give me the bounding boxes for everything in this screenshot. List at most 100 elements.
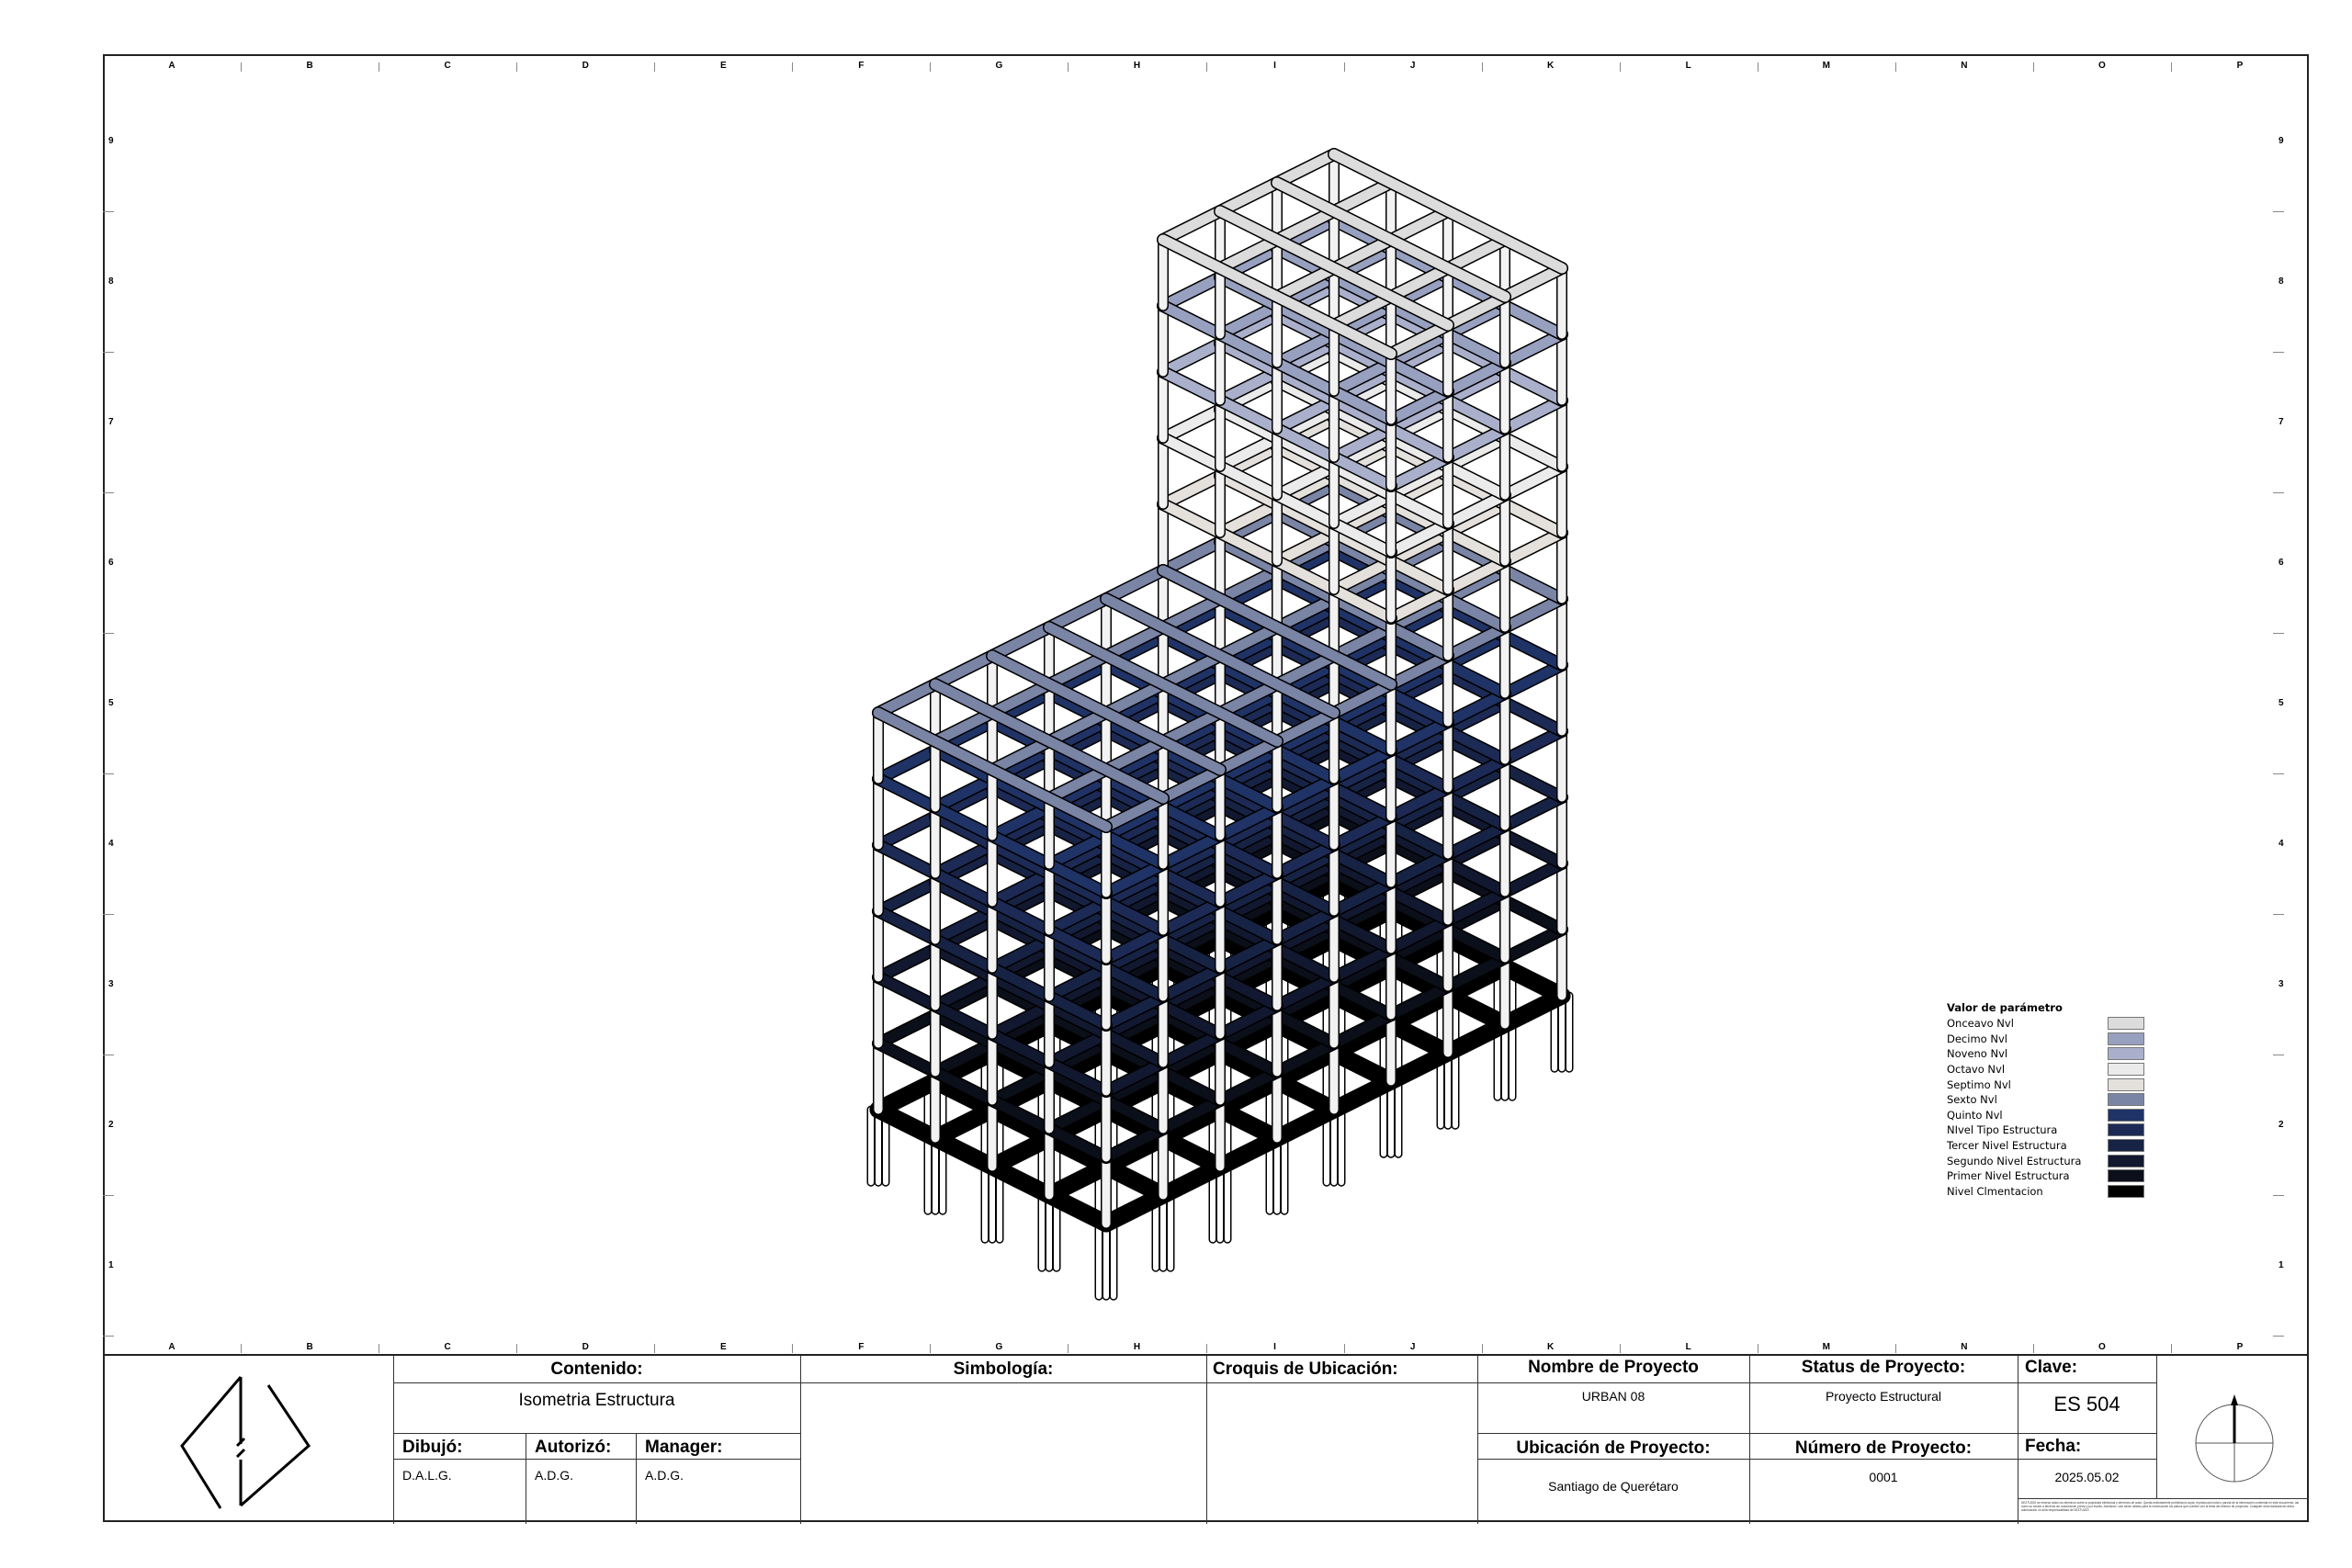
beam-level-10: [1385, 329, 1567, 425]
legend-label: Decimo Nvl: [1947, 1032, 2007, 1045]
grid-row-label: 9: [2278, 136, 2284, 146]
beam-level-9: [1329, 367, 1510, 463]
legend-label: Sexto Nvl: [1947, 1093, 1997, 1107]
grid-tick: [241, 62, 243, 72]
grid-row-label: 4: [2278, 839, 2284, 849]
grid-column-label: N: [1961, 1342, 1968, 1352]
grid-tick: [103, 633, 114, 634]
grid-column-label: C: [444, 1342, 451, 1352]
legend-swatch: [2108, 1123, 2144, 1137]
grid-tick: [1343, 1344, 1345, 1353]
beam-level-6: [930, 593, 1226, 747]
beam-level-8: [1385, 461, 1567, 558]
beam-level-4: [1158, 612, 1340, 708]
beam-level-9: [1272, 338, 1453, 434]
beam-level-6: [1044, 650, 1340, 804]
grid-column-label: C: [444, 61, 451, 71]
fecha-value: 2025.05.02: [2054, 1470, 2120, 1484]
beam-level-11: [1272, 177, 1510, 302]
grid-tick: [1481, 1344, 1483, 1353]
grid-tick: [103, 1336, 114, 1337]
beam-level-0: [1270, 931, 1455, 1032]
beam-level-2: [1044, 915, 1340, 1068]
grid-row-label: 3: [2278, 979, 2284, 989]
grid-column-label: D: [582, 1342, 589, 1352]
beam-level-11: [1385, 263, 1567, 359]
north-arrow-icon: [2195, 1394, 2274, 1483]
legend-item: NIvel Tipo Estructura: [1947, 1122, 2144, 1138]
beam-level-6: [1044, 622, 1283, 747]
legend-swatch: [2108, 1093, 2144, 1107]
beam-level-8: [1158, 347, 1340, 444]
contenido-value: Isometria Estructura: [518, 1391, 675, 1410]
autorizo-label: Autorizó:: [535, 1438, 612, 1457]
beam-level-10: [1158, 215, 1340, 311]
grid-column-label: K: [1547, 61, 1555, 71]
legend-swatch: [2108, 1169, 2144, 1183]
beam-level-5: [1215, 574, 1396, 671]
beam-level-7: [1158, 413, 1340, 510]
grid-tick: [103, 773, 114, 774]
grid-column-label: E: [719, 1342, 727, 1352]
grid-tick: [2273, 914, 2284, 915]
clave-value: ES 504: [2053, 1393, 2120, 1416]
grid-tick: [103, 1195, 114, 1196]
grid-row-label: 3: [108, 979, 114, 989]
grid-tick: [516, 62, 518, 72]
beam-level-8: [1215, 376, 1396, 472]
grid-row-label: 1: [2278, 1260, 2284, 1270]
grid-column-label: M: [1822, 61, 1830, 71]
beam-level-6: [1272, 536, 1453, 633]
beam-level-4: [1101, 811, 1396, 964]
nombre-proyecto-value: URBAN 08: [1581, 1389, 1645, 1404]
beam-level-8: [1329, 433, 1510, 529]
grid-column-label: I: [1273, 1342, 1276, 1352]
grid-tick: [1205, 62, 1207, 72]
beam-level-11: [1215, 177, 1396, 274]
grid-tick: [1068, 1344, 1069, 1353]
grid-column-label: M: [1822, 1342, 1830, 1352]
autorizo-value: A.D.G.: [535, 1468, 574, 1483]
legend-label: Nivel Clmentacion: [1947, 1184, 2043, 1198]
legend-swatch: [2108, 1063, 2144, 1077]
beam-level-3: [1101, 877, 1396, 1031]
grid-tick: [1619, 62, 1621, 72]
nombre-proyecto-label: Nombre de Proyecto: [1528, 1358, 1699, 1377]
beam-level-1: [1101, 1010, 1396, 1163]
company-logo: [180, 1376, 311, 1509]
legend-swatch: [2108, 1154, 2144, 1168]
grid-tick: [1619, 1344, 1621, 1353]
status-value: Proyecto Estructural: [1825, 1389, 1942, 1404]
beam-level-7: [1329, 499, 1510, 595]
beam-level-1: [1385, 924, 1567, 1021]
grid-tick: [930, 1344, 932, 1353]
grid-column-label: K: [1547, 1342, 1555, 1352]
grid-tick: [103, 492, 114, 493]
fecha-label: Fecha:: [2025, 1437, 2082, 1456]
grid-row-label: 8: [2278, 276, 2284, 287]
beam-level-4: [1215, 640, 1396, 737]
grid-column-label: L: [1685, 1342, 1691, 1352]
grid-tick: [1068, 62, 1069, 72]
grid-row-label: 9: [108, 136, 114, 146]
grid-tick: [1894, 1344, 1896, 1353]
grid-tick: [1894, 62, 1896, 72]
grid-tick: [2170, 62, 2172, 72]
beam-level-4: [1272, 669, 1453, 765]
beam-level-4: [1329, 697, 1510, 794]
grid-column-label: B: [306, 1342, 313, 1352]
grid-column-label: H: [1133, 61, 1141, 71]
legend-label: Septimo Nvl: [1947, 1077, 2011, 1091]
legend-title: Valor de parámetro: [1947, 1001, 2063, 1014]
beam-level-9: [1158, 281, 1340, 378]
beam-level-4: [1385, 726, 1567, 822]
grid-tick: [2032, 62, 2034, 72]
title-block: Contenido: Isometria Estructura Dibujó: …: [103, 1354, 2309, 1524]
grid-column-label: L: [1685, 61, 1691, 71]
beam-level-7: [1385, 527, 1567, 624]
legend-item: Septimo Nvl: [1947, 1077, 2144, 1092]
grid-column-label: J: [1409, 61, 1416, 71]
grid-column-label: N: [1961, 61, 1968, 71]
grid-column-label: O: [2098, 1342, 2106, 1352]
contenido-label: Contenido:: [550, 1359, 643, 1379]
